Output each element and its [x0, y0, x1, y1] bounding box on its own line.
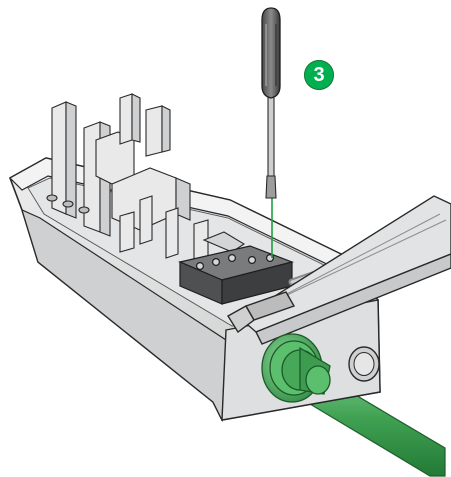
step-number-badge: 3	[304, 60, 334, 90]
screwdriver-icon	[261, 7, 281, 258]
terminal-block	[178, 245, 294, 305]
terminal-screw-1	[196, 262, 205, 271]
terminal-screw-2	[212, 258, 221, 267]
cable-gland	[261, 333, 331, 403]
internal-partitions	[46, 93, 246, 267]
terminal-screw-3	[228, 254, 237, 263]
hinged-lid	[227, 195, 451, 345]
mounting-hole	[348, 346, 380, 382]
terminal-screw-4	[248, 256, 257, 265]
